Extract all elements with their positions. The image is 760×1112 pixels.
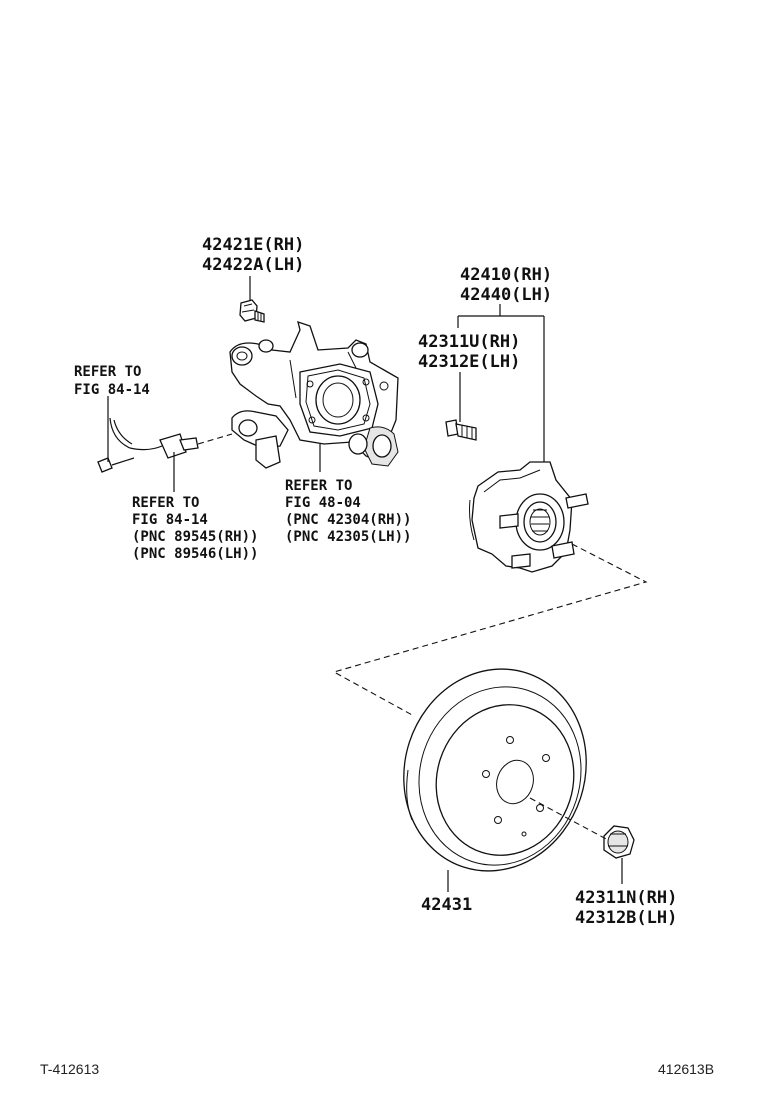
callout-hub-bolt: 42311U(RH) 42312E(LH) — [418, 332, 520, 372]
hub-bolt-part — [445, 419, 477, 441]
callout-line: FIG 84-14 — [132, 512, 208, 528]
callout-line: REFER TO — [285, 478, 352, 494]
speed-sensor-part — [97, 417, 233, 473]
callout-line: 42410(RH) — [460, 265, 552, 285]
callout-line: REFER TO — [74, 364, 141, 380]
callout-line: REFER TO — [132, 495, 199, 511]
callout-line: 42422A(LH) — [202, 255, 304, 275]
callout-line: 42312E(LH) — [418, 352, 520, 372]
callout-line: 42431 — [421, 895, 472, 915]
disc-to-nut-dashed-line — [529, 797, 609, 841]
callout-knuckle-refer: REFER TO FIG 48-04 (PNC 42304(RH)) (PNC … — [285, 478, 411, 545]
callout-nut: 42311N(RH) 42312B(LH) — [575, 888, 677, 928]
callout-line: (PNC 89546(LH)) — [132, 546, 258, 562]
callout-line: 42440(LH) — [460, 285, 552, 305]
hub-to-disc-dashed-line — [332, 543, 648, 717]
callout-hub-assembly: 42410(RH) 42440(LH) — [460, 265, 552, 305]
footer-left-id: T-412613 — [40, 1061, 99, 1077]
callout-line: 42311N(RH) — [575, 888, 677, 908]
steering-knuckle-part — [229, 321, 399, 469]
hub-nut-part — [603, 825, 635, 859]
footer-right-id: 412613B — [658, 1061, 714, 1077]
knuckle-bolt-part — [239, 299, 265, 323]
callout-sensor-refer-top: REFER TO FIG 84-14 — [74, 364, 150, 398]
callout-sensor-refer-bottom: REFER TO FIG 84-14 (PNC 89545(RH)) (PNC … — [132, 495, 258, 562]
callout-line: 42312B(LH) — [575, 908, 677, 928]
callout-line: 42421E(RH) — [202, 235, 304, 255]
callout-disc: 42431 — [421, 895, 472, 915]
leader-hub-assembly — [457, 304, 545, 462]
callout-line: FIG 48-04 — [285, 495, 361, 511]
callout-knuckle-bolt: 42421E(RH) 42422A(LH) — [202, 235, 304, 275]
callout-line: (PNC 89545(RH)) — [132, 529, 258, 545]
callout-line: FIG 84-14 — [74, 382, 150, 398]
callout-line: 42311U(RH) — [418, 332, 520, 352]
brake-disc-part — [403, 668, 587, 872]
callout-line: (PNC 42305(LH)) — [285, 529, 411, 545]
callout-line: (PNC 42304(RH)) — [285, 512, 411, 528]
hub-bearing-part — [469, 461, 589, 573]
